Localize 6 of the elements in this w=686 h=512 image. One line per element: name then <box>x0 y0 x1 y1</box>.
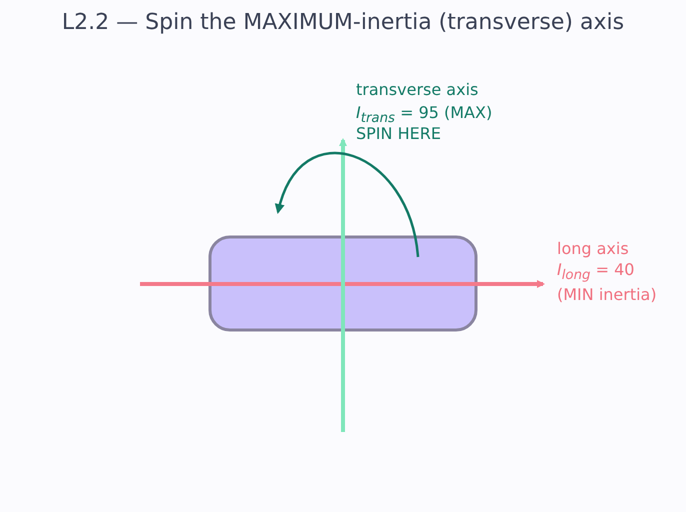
axis-label: long axis <box>557 238 629 259</box>
axis-label: I$_{long}$ = 40 <box>557 259 634 286</box>
rigid-body <box>208 236 478 332</box>
axis-label: (MIN inertia) <box>557 284 657 305</box>
axis-label: transverse axis <box>356 79 478 100</box>
title: L2.2 — Spin the MAXIMUM-inertia (transverse) axis <box>60 10 626 35</box>
